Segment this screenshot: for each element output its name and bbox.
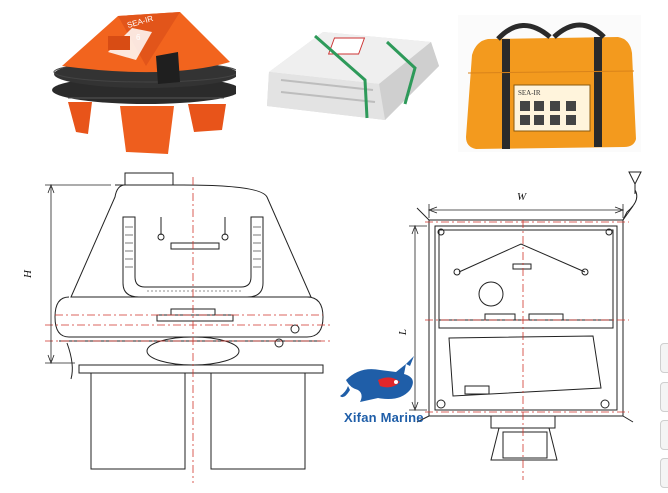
canopy-outline [70,184,312,298]
valise-label-text: SEA-IR [518,89,541,97]
canister-seat [448,335,602,397]
ballast-bag [120,106,174,154]
side-elevation-drawing [15,165,345,488]
side-tab[interactable] [660,458,668,488]
xifan-marine-logo [340,356,450,426]
length-dimension [409,224,427,412]
cradle-base [490,427,558,461]
canister-band [314,34,369,119]
valise-strap [502,39,510,149]
boarding-frame [122,216,264,298]
cradle-outer-frame [428,219,624,417]
side-tab[interactable] [660,343,668,373]
valise-handle [552,22,606,39]
ballast-bag [68,102,92,134]
front-view-drawing [395,160,645,488]
height-dimension [45,183,111,365]
height-dimension-label: H [21,270,34,278]
liferaft-valise-photo: SEA-IR [458,15,641,152]
sling-lines [458,243,586,273]
side-tab[interactable] [660,420,668,450]
raft-entrance [156,52,180,84]
ballast-pocket-right [210,372,306,470]
liferaft-canister-photo [255,20,445,130]
upper-bay [438,229,614,321]
ballast-pocket-left [90,372,186,470]
ballast-bag [188,104,226,132]
center-lines [425,220,629,480]
valise-handle [496,23,552,41]
side-tab[interactable] [660,382,668,412]
hydrostatic-release [478,281,504,307]
canopy-cap [124,172,174,186]
liferaft-photo: SEA-IR 6 [48,6,236,156]
canopy-number: 6 [136,33,141,42]
canopy-window [170,242,220,250]
valise-strap [594,37,602,147]
length-dimension-label: L [397,328,410,336]
width-dimension-label: W [517,191,527,203]
brand-name: Xifan Marine [344,410,424,425]
width-dimension [427,204,625,218]
center-lines [45,177,333,483]
raft-floor [78,364,324,374]
canister-label [327,37,366,55]
buoyancy-tube [54,296,324,338]
canister-band [385,40,417,105]
